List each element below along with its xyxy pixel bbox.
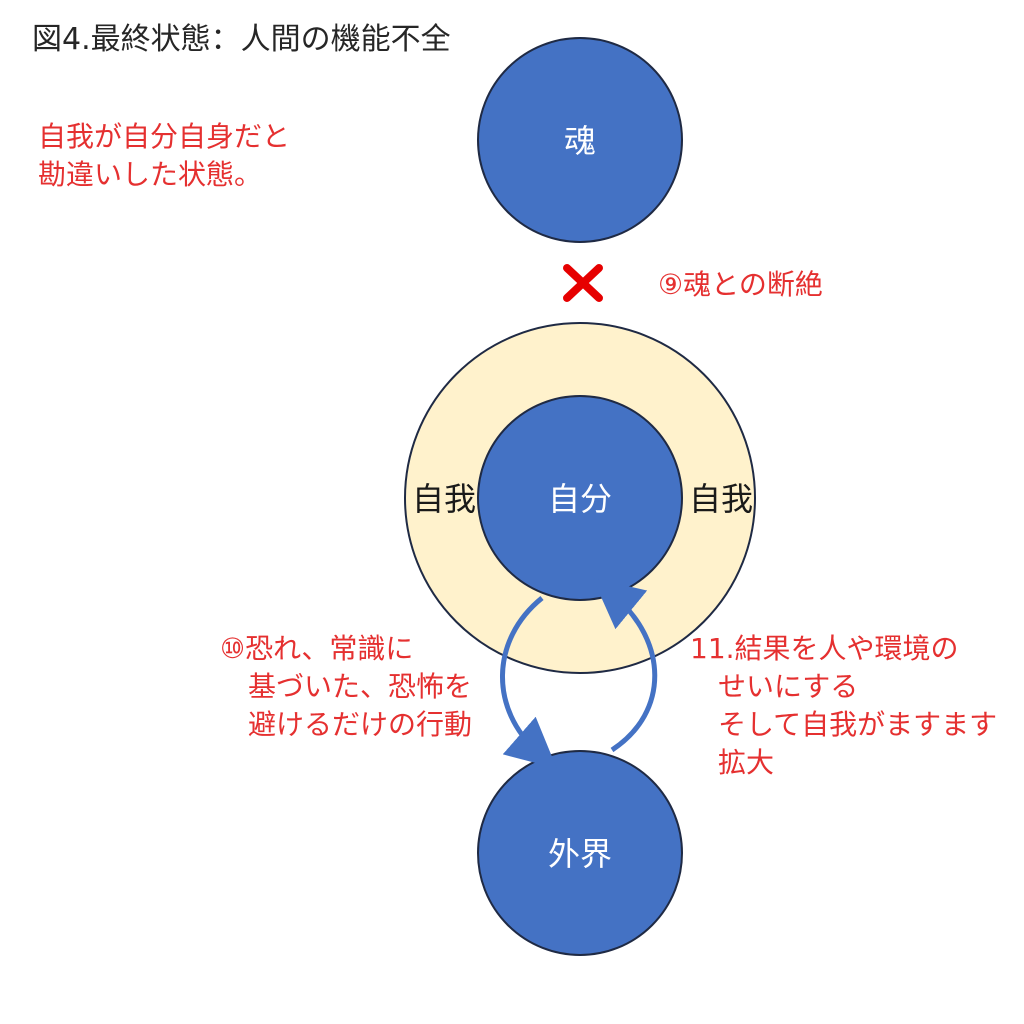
soul-circle [477,37,683,243]
top-note: 自我が自分自身だと 勘違いした状態。 [38,118,290,194]
self-label: 自分 [548,480,612,518]
outside-circle [477,750,683,956]
self-circle [477,395,683,601]
soul-label: 魂 [564,122,596,160]
left-label: ⑩恐れ、常識に 基づいた、恐怖を 避けるだけの行動 [220,630,472,744]
right-label: 11.結果を人や環境の せいにする そして自我がますます 拡大 [690,630,997,782]
top-note-line-2: 勘違いした状態。 [38,158,263,191]
left-label-line-1: ⑩恐れ、常識に [220,632,414,665]
ego-label-left: 自我 [412,480,476,518]
arrow-self-to-outside [500,596,557,769]
right-label-line-4: 拡大 [718,746,775,779]
top-note-line-1: 自我が自分自身だと [38,120,291,153]
cross-icon [563,264,603,302]
figure-title: 図4.最終状態：人間の機能不全 [32,22,451,57]
right-label-line-3: そして自我がますます [718,708,998,741]
disconnect-label: ⑨魂との断絶 [658,268,823,301]
left-label-line-2: 基づいた、恐怖を [248,670,473,703]
right-label-line-2: せいにする [718,670,859,703]
left-label-line-3: 避けるだけの行動 [248,708,473,741]
outside-label: 外界 [548,835,612,873]
ego-label-right: 自我 [689,480,753,518]
arrow-outside-to-self [592,578,658,753]
right-label-line-1: 11.結果を人や環境の [690,632,959,665]
